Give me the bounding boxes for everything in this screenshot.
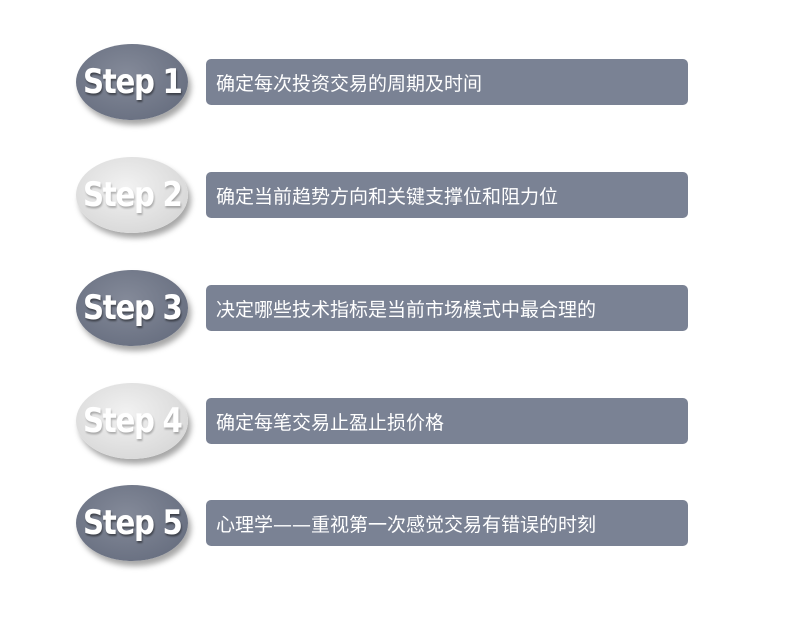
- step-row-4: Step 4 确定每笔交易止盈止损价格: [76, 383, 688, 467]
- step-badge-label-4: Step 4: [82, 401, 183, 441]
- step-text-2: 确定当前趋势方向和关键支撑位和阻力位: [216, 185, 559, 208]
- step-text-5: 心理学——重视第一次感觉交易有错误的时刻: [216, 513, 597, 536]
- step-bar-5: 心理学——重视第一次感觉交易有错误的时刻: [206, 500, 688, 546]
- step-bar-1: 确定每次投资交易的周期及时间: [206, 59, 688, 105]
- step-bar-3: 决定哪些技术指标是当前市场模式中最合理的: [206, 285, 688, 331]
- step-row-1: Step 1 确定每次投资交易的周期及时间: [76, 44, 688, 128]
- step-text-4: 确定每笔交易止盈止损价格: [216, 411, 445, 434]
- step-badge-2: Step 2: [76, 157, 188, 233]
- step-badge-label-1: Step 1: [82, 62, 183, 102]
- step-text-3: 决定哪些技术指标是当前市场模式中最合理的: [216, 298, 597, 321]
- step-row-2: Step 2 确定当前趋势方向和关键支撑位和阻力位: [76, 157, 688, 241]
- step-badge-5: Step 5: [76, 485, 188, 561]
- step-row-5: Step 5 心理学——重视第一次感觉交易有错误的时刻: [76, 485, 688, 569]
- step-badge-3: Step 3: [76, 270, 188, 346]
- step-bar-4: 确定每笔交易止盈止损价格: [206, 398, 688, 444]
- step-badge-label-2: Step 2: [82, 175, 183, 215]
- step-badge-1: Step 1: [76, 44, 188, 120]
- step-row-3: Step 3 决定哪些技术指标是当前市场模式中最合理的: [76, 270, 688, 354]
- step-badge-label-5: Step 5: [82, 503, 183, 543]
- step-badge-4: Step 4: [76, 383, 188, 459]
- step-text-1: 确定每次投资交易的周期及时间: [216, 72, 483, 95]
- step-bar-2: 确定当前趋势方向和关键支撑位和阻力位: [206, 172, 688, 218]
- step-badge-label-3: Step 3: [82, 288, 183, 328]
